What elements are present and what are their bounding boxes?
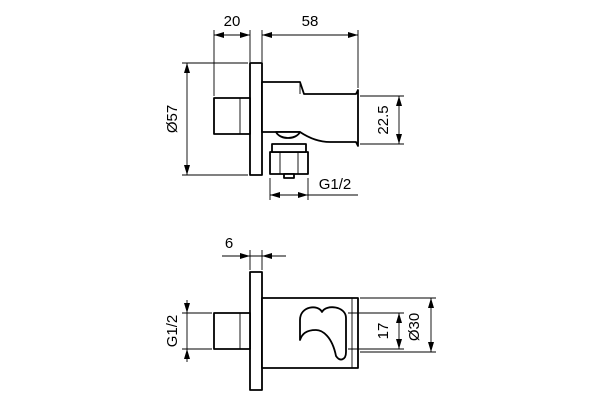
top-view: 20 58 Ø57 22.5 G1/2 xyxy=(164,13,404,200)
top-holder-body xyxy=(261,81,359,147)
dim-flange-diameter: Ø57 xyxy=(164,105,181,133)
top-thread-stub xyxy=(213,97,251,135)
bottom-thread-stub xyxy=(213,312,251,350)
dim-bottom-thread: G1/2 xyxy=(164,315,181,348)
dim-holder-height: 22.5 xyxy=(375,105,392,134)
top-flange xyxy=(249,62,263,176)
dim-holder-length: 58 xyxy=(302,13,319,30)
dim-holder-diameter: Ø30 xyxy=(406,313,423,341)
bottom-holder-cradle xyxy=(299,306,347,361)
dim-flange-width: 20 xyxy=(224,13,241,30)
dim-top-thread: G1/2 xyxy=(319,176,352,193)
top-nut-tip xyxy=(283,173,295,179)
top-hose-ring xyxy=(271,143,307,153)
bottom-flange xyxy=(249,271,263,391)
dim-flange-thickness: 6 xyxy=(225,235,233,252)
top-hose-nut xyxy=(269,151,309,175)
top-connector-neck xyxy=(275,131,301,139)
dim-holder-inner: 17 xyxy=(375,323,392,340)
bottom-view: 6 G1/2 17 Ø30 xyxy=(164,235,436,391)
